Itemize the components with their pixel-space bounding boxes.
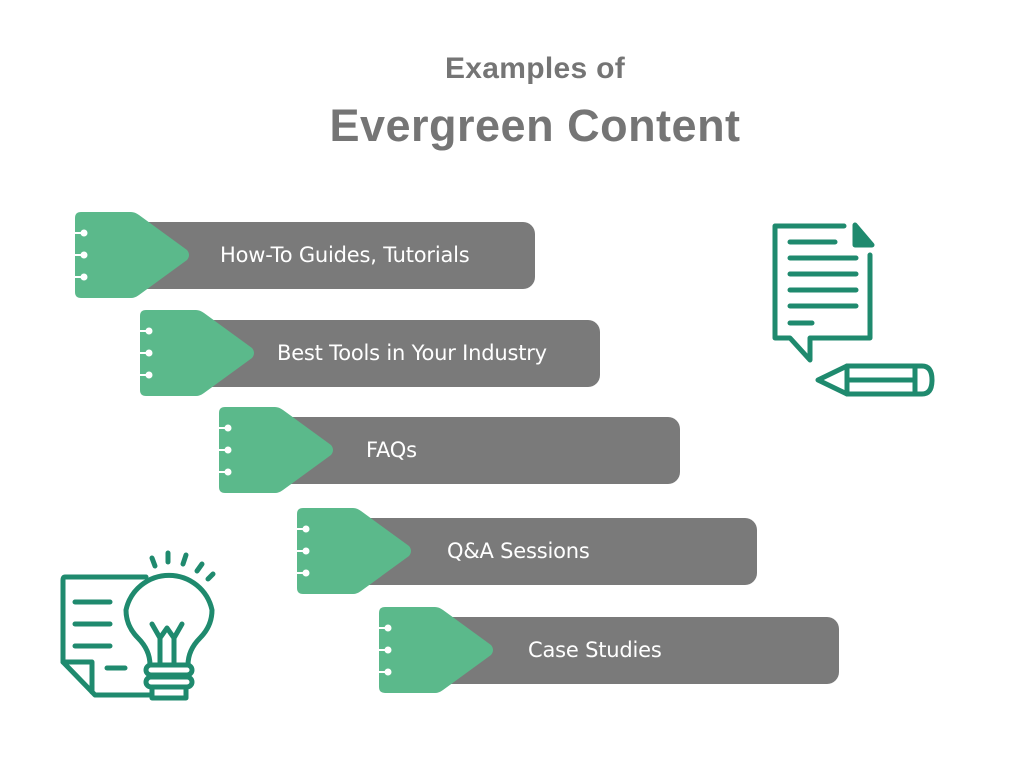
page-title: Evergreen Content (329, 100, 741, 151)
list-item: Q&A Sessions (297, 508, 767, 594)
list-item: Case Studies (379, 607, 849, 693)
green-tab-icon (75, 212, 189, 298)
list-item: Best Tools in Your Industry (140, 310, 610, 396)
item-label: FAQs (366, 438, 417, 462)
note-with-lightbulb-icon (60, 550, 216, 701)
item-bar: FAQs (279, 417, 680, 484)
green-tab-icon (219, 407, 333, 493)
item-label: Q&A Sessions (447, 539, 590, 563)
subtitle: Examples of (444, 52, 626, 85)
item-label: How-To Guides, Tutorials (220, 243, 470, 267)
item-bar: Q&A Sessions (357, 518, 757, 585)
item-label: Best Tools in Your Industry (277, 341, 547, 365)
list-item: FAQs (219, 407, 689, 493)
green-tab-icon (140, 310, 254, 396)
item-bar: How-To Guides, Tutorials (135, 222, 535, 289)
green-tab-icon (297, 508, 411, 594)
item-bar: Case Studies (439, 617, 839, 684)
item-label: Case Studies (528, 638, 662, 662)
document-with-pencil-icon (772, 222, 935, 397)
green-tab-icon (379, 607, 493, 693)
item-bar: Best Tools in Your Industry (200, 320, 600, 387)
list-item: How-To Guides, Tutorials (75, 212, 545, 298)
